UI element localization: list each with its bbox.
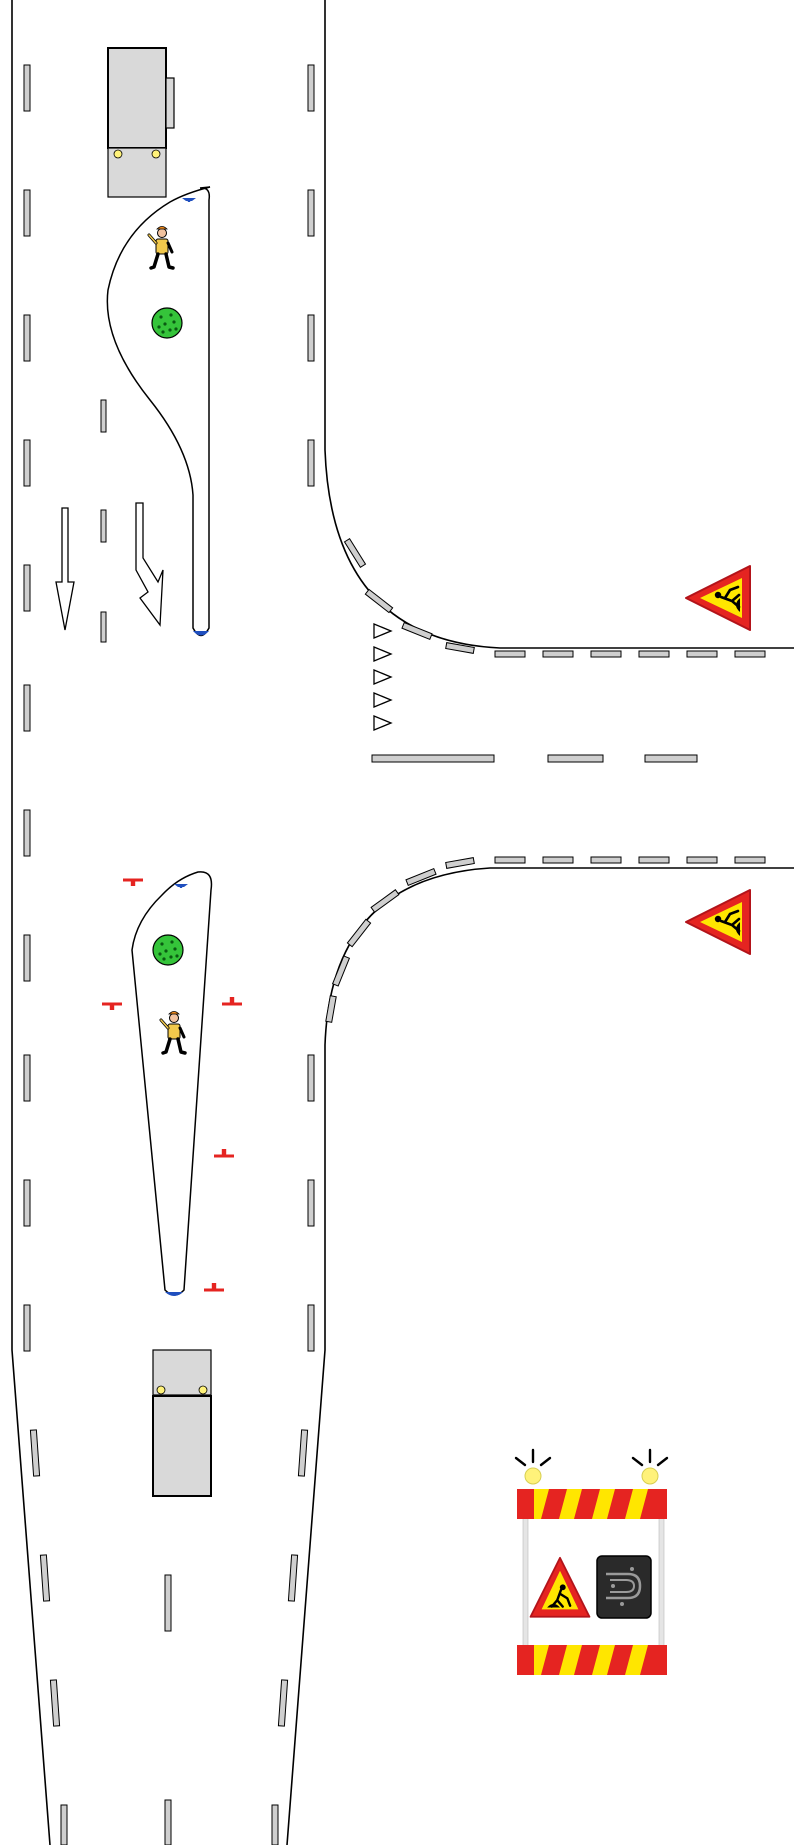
east-road-edge-south: [286, 867, 794, 1845]
median-island-outline: [131, 871, 213, 1296]
cone-icon: [222, 997, 242, 1006]
lane-arrow-merge: [135, 502, 164, 627]
barrier-board-bottom: [517, 1645, 667, 1675]
arrow-board-icon: [596, 1555, 652, 1619]
lane-arrow-icon: [135, 502, 164, 627]
truck-icon: [152, 1395, 212, 1497]
lane-arrow-icon: [55, 507, 75, 631]
roadworks-warning-sign-icon: [529, 1556, 591, 1618]
give-way-markings: [373, 623, 393, 731]
barrier-light-icon: [514, 1448, 552, 1485]
blue-warning-light-icon: [165, 1292, 183, 1296]
cone-icon: [204, 1283, 224, 1292]
lane-arrow-straight: [55, 507, 75, 631]
truck-south: [152, 1349, 212, 1497]
blue-warning-light-icon: [193, 631, 209, 636]
road-barrier: [514, 1448, 669, 1675]
roadworks-warning-sign-south: [684, 888, 752, 956]
shrub-icon: [151, 307, 183, 339]
truck-north: [107, 47, 175, 198]
give-way-triangle-icon: [373, 623, 393, 639]
cone-icon: [102, 1002, 122, 1010]
barrier-light-icon: [631, 1448, 669, 1485]
roadworks-warning-sign-icon: [684, 888, 752, 956]
lane-markings: [23, 64, 766, 1845]
cone-icon: [214, 1149, 234, 1158]
shrub-icon: [152, 934, 184, 966]
give-way-triangle-icon: [373, 669, 393, 685]
give-way-triangle-icon: [373, 692, 393, 708]
barrier-board-top: [517, 1489, 667, 1519]
east-road-edge-north: [324, 0, 794, 649]
give-way-triangle-icon: [373, 715, 393, 731]
truck-icon: [107, 47, 167, 149]
north-median-island: [106, 186, 211, 637]
west-road-edge: [11, 0, 51, 1845]
give-way-triangle-icon: [373, 646, 393, 662]
roadworks-warning-sign-north: [684, 564, 752, 632]
south-median-island: [131, 871, 213, 1296]
cone-icon: [123, 878, 143, 886]
roadworks-warning-sign-icon: [684, 564, 752, 632]
median-island-outline: [106, 186, 211, 637]
